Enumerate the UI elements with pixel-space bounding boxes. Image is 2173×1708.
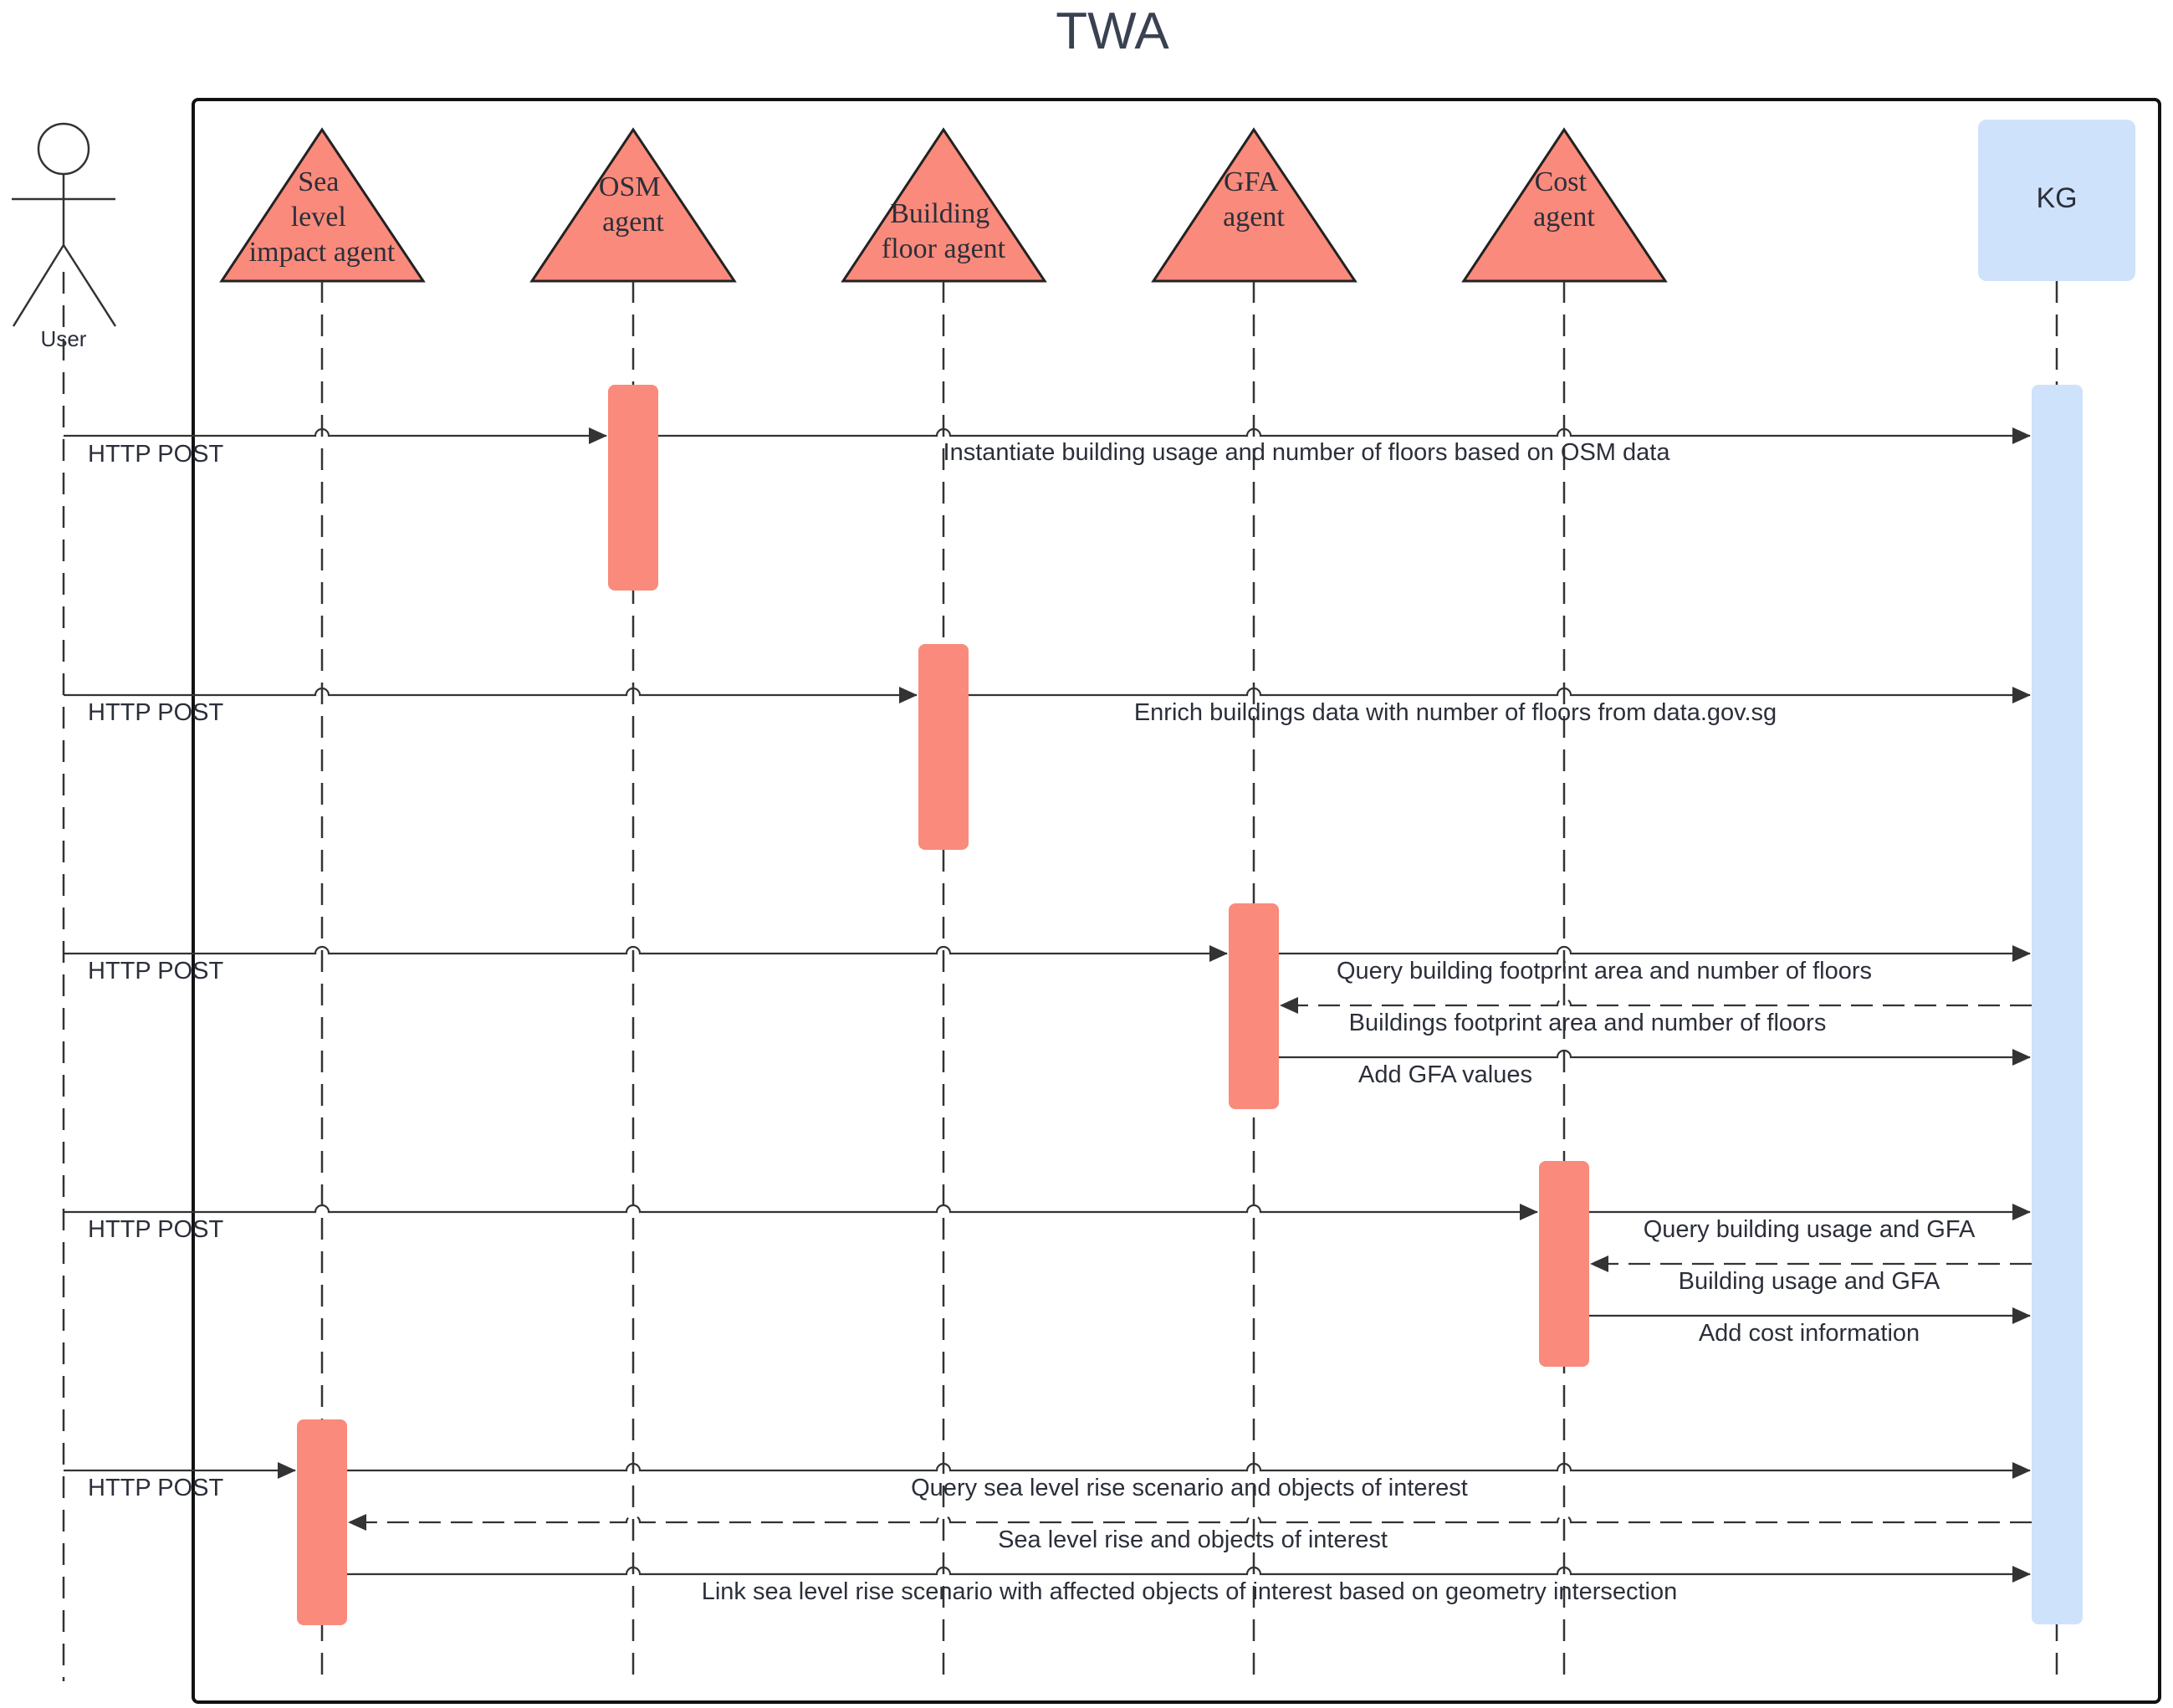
message-arrow <box>1279 1049 2031 1066</box>
request-arrow <box>64 687 918 703</box>
stick-figure-icon <box>12 122 117 327</box>
message-label: Query sea level rise scenario and object… <box>911 1475 1468 1501</box>
participant-label-line: Sea <box>298 166 339 197</box>
participant-label-line: floor agent <box>882 233 1006 264</box>
message-arrow <box>969 687 2031 703</box>
message-label: Sea level rise and objects of interest <box>998 1526 1388 1553</box>
message-gfa-add: Add GFA values <box>1279 1049 2031 1088</box>
participant-label-line: level <box>291 202 346 233</box>
osm-activation-bar <box>608 385 658 591</box>
participant-gfa: GFA agent <box>1151 127 1357 283</box>
message-osm-to-kg: Instantiate building usage and number of… <box>658 427 2031 466</box>
participant-label: Sea level impact agent <box>249 166 396 268</box>
message-building-floor-to-kg: Enrich buildings data with number of flo… <box>969 687 2031 726</box>
user-request-osm: HTTP POST <box>64 427 607 468</box>
request-label: HTTP POST <box>88 1216 223 1243</box>
participant-bfa: Building floor agent <box>841 127 1047 283</box>
message-label: Query building usage and GFA <box>1644 1216 1976 1243</box>
message-arrow <box>347 1462 2031 1479</box>
user-request-sea-level: HTTP POST <box>64 1462 296 1501</box>
participant-label: Cost agent <box>1533 166 1595 233</box>
sea-activation-bar <box>297 1419 347 1625</box>
request-label: HTTP POST <box>88 699 223 726</box>
participant-label-line: GFA <box>1224 166 1279 197</box>
message-arrow <box>1280 997 2032 1014</box>
cost-activation-bar <box>1539 1161 1589 1367</box>
building-floor-activation-bar <box>918 644 969 850</box>
participant-cost: Cost agent <box>1461 127 1668 283</box>
request-label: HTTP POST <box>88 1475 223 1501</box>
message-label: Enrich buildings data with number of flo… <box>1134 699 1777 726</box>
participant-osm: OSM agent <box>529 127 737 283</box>
message-cost-response: Building usage and GFA <box>1590 1255 2032 1295</box>
message-sea-query: Query sea level rise scenario and object… <box>347 1462 2031 1501</box>
gfa-activation-bar <box>1229 903 1279 1109</box>
message-label: Add GFA values <box>1358 1061 1532 1088</box>
participant-label-line: OSM <box>599 171 661 202</box>
user-request-cost: HTTP POST <box>64 1204 1538 1243</box>
participant-label: OSM agent <box>599 171 667 238</box>
participant-kg: KG <box>1978 120 2135 281</box>
message-arrow <box>658 427 2031 444</box>
message-label: Building usage and GFA <box>1679 1268 1940 1295</box>
user-request-gfa: HTTP POST <box>64 945 1228 984</box>
message-sea-link: Link sea level rise scenario with affect… <box>347 1566 2031 1605</box>
request-arrow <box>64 427 607 444</box>
participant-label-line: Building <box>890 198 989 229</box>
participant-label: Building floor agent <box>882 198 1006 264</box>
message-label: Buildings footprint area and number of f… <box>1349 1010 1827 1036</box>
participant-sea: Sea level impact agent <box>219 127 426 283</box>
user-actor: User <box>12 122 117 351</box>
message-gfa-response: Buildings footprint area and number of f… <box>1280 997 2032 1036</box>
participant-label: GFA agent <box>1223 166 1285 233</box>
participant-label-line: agent <box>1223 202 1285 233</box>
kg-activation-bar <box>2032 385 2083 1624</box>
request-arrow <box>64 945 1228 962</box>
diagram-title: TWA <box>1056 3 1169 60</box>
kg-label: KG <box>2036 182 2077 214</box>
message-cost-query: Query building usage and GFA <box>1589 1204 2031 1243</box>
request-label: HTTP POST <box>88 441 223 468</box>
message-label: Add cost information <box>1699 1320 1920 1347</box>
participant-label-line: agent <box>602 207 664 238</box>
participant-label-line: agent <box>1533 202 1595 233</box>
request-arrow <box>64 1204 1538 1220</box>
message-label: Instantiate building usage and number of… <box>943 439 1671 466</box>
message-arrow <box>347 1566 2031 1583</box>
user-request-building-floor: HTTP POST <box>64 687 918 726</box>
message-gfa-query: Query building footprint area and number… <box>1279 945 2031 984</box>
message-arrow <box>1279 945 2031 962</box>
kg-box <box>1978 120 2135 281</box>
osm-agent-shape <box>529 127 737 283</box>
message-arrow <box>348 1514 2032 1531</box>
system-frame <box>192 98 2161 1704</box>
message-label: Query building footprint area and number… <box>1337 958 1872 984</box>
message-sea-response: Sea level rise and objects of interest <box>348 1514 2032 1553</box>
message-label: Link sea level rise scenario with affect… <box>702 1578 1678 1605</box>
participant-label-line: Cost <box>1535 166 1588 197</box>
participant-label-line: impact agent <box>249 237 396 268</box>
message-cost-add: Add cost information <box>1589 1307 2031 1347</box>
request-label: HTTP POST <box>88 958 223 984</box>
